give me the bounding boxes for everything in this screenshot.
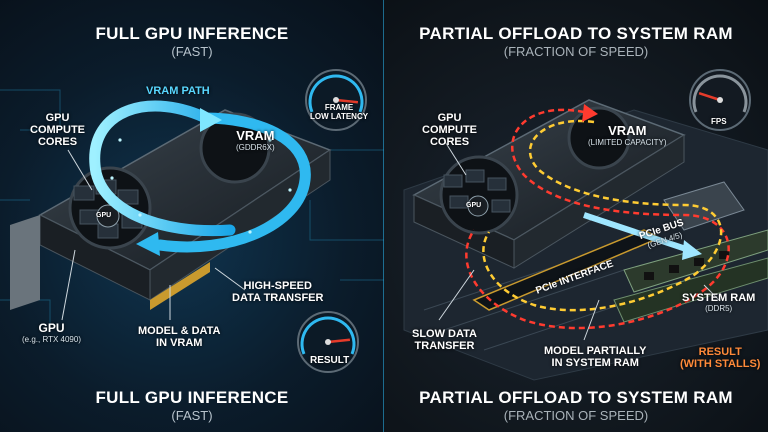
right-subtitle-top: (FRACTION OF SPEED) [503,44,649,59]
system-ram-stick [613,229,768,323]
right-title-bottom: PARTIAL OFFLOAD TO SYSTEM RAM [419,388,733,407]
fps-label: FPS [711,117,727,126]
graphics-card [412,99,686,269]
left-title-top: FULL GPU INFERENCE [95,24,289,43]
left-title-bottom: FULL GPU INFERENCE [95,388,289,407]
partial-offload-illustration [403,69,768,381]
vram-label: VRAM (LIMITED CAPACITY) [588,123,667,148]
graphics-card [10,109,332,310]
gpu-label: GPU (e.g., RTX 4090) [22,321,81,345]
full-gpu-illustration [0,69,384,373]
result-label: RESULT [310,355,350,366]
result-with-stalls-label: RESULT(WITH STALLS) [680,346,761,370]
leader-lines [61,149,246,321]
left-subtitle-bottom: (FAST) [171,408,213,423]
gpu-chip-label: GPU [466,202,482,209]
pcie-bus-arrow [583,212,702,260]
data-dots [110,138,292,234]
system-ram-label: SYSTEM RAM (DDR5) [682,292,756,313]
leader-lines [438,139,720,341]
slow-transfer-paths [465,108,730,330]
vram-label: VRAM (GDDR6X) [236,128,275,153]
cpu-block [663,181,745,231]
partial-offload-panel: PARTIAL OFFLOAD TO SYSTEM RAM (FRACTION … [384,0,768,432]
result-gauge [297,311,359,373]
right-subtitle-bottom: (FRACTION OF SPEED) [503,408,649,423]
right-title-top: PARTIAL OFFLOAD TO SYSTEM RAM [419,24,733,43]
left-subtitle-top: (FAST) [171,44,213,59]
gpu-chip-label: GPU [96,212,112,219]
fps-gauge [689,69,751,131]
vram-loop [89,100,311,256]
vram-path-label: VRAM PATH [146,85,210,97]
frame-gauge [305,69,367,131]
